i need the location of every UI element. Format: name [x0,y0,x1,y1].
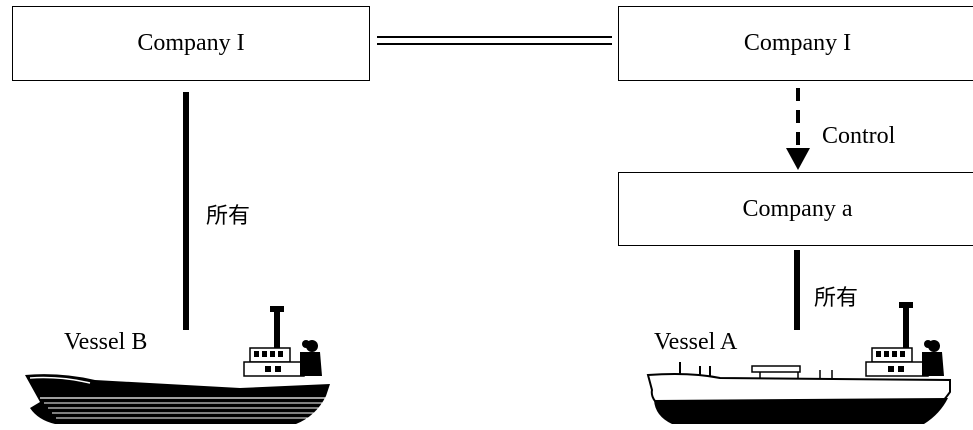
vessel-b-hull [25,374,330,424]
vessel-a-label: Vessel A [654,329,738,355]
vessel-a-mast [903,306,909,350]
vessel-a-lower-hull [654,398,948,424]
company-i-label-left: Company I [137,30,245,56]
company-a-label: Company a [742,195,853,222]
company-i-box-right: Company I [618,6,973,81]
control-arrowhead [786,148,810,170]
vessel-a-superstructure [865,361,929,377]
vessel-b-funnel [300,352,322,376]
company-a-box: Company a [618,172,973,246]
vessel-a-funnel [922,352,944,376]
ownership-label-left: 所有 [206,204,251,229]
ownership-label-right: 所有 [814,286,859,311]
vessel-b-superstructure [243,361,305,377]
vessel-b-label: Vessel B [64,329,148,355]
vessel-a-ship-icon [646,302,951,424]
company-i-label-right: Company I [743,30,852,56]
vessel-b-ship-icon [25,306,330,424]
control-label: Control [822,123,896,149]
vessel-b-mast [274,310,280,350]
company-i-box-left: Company I [12,6,370,81]
